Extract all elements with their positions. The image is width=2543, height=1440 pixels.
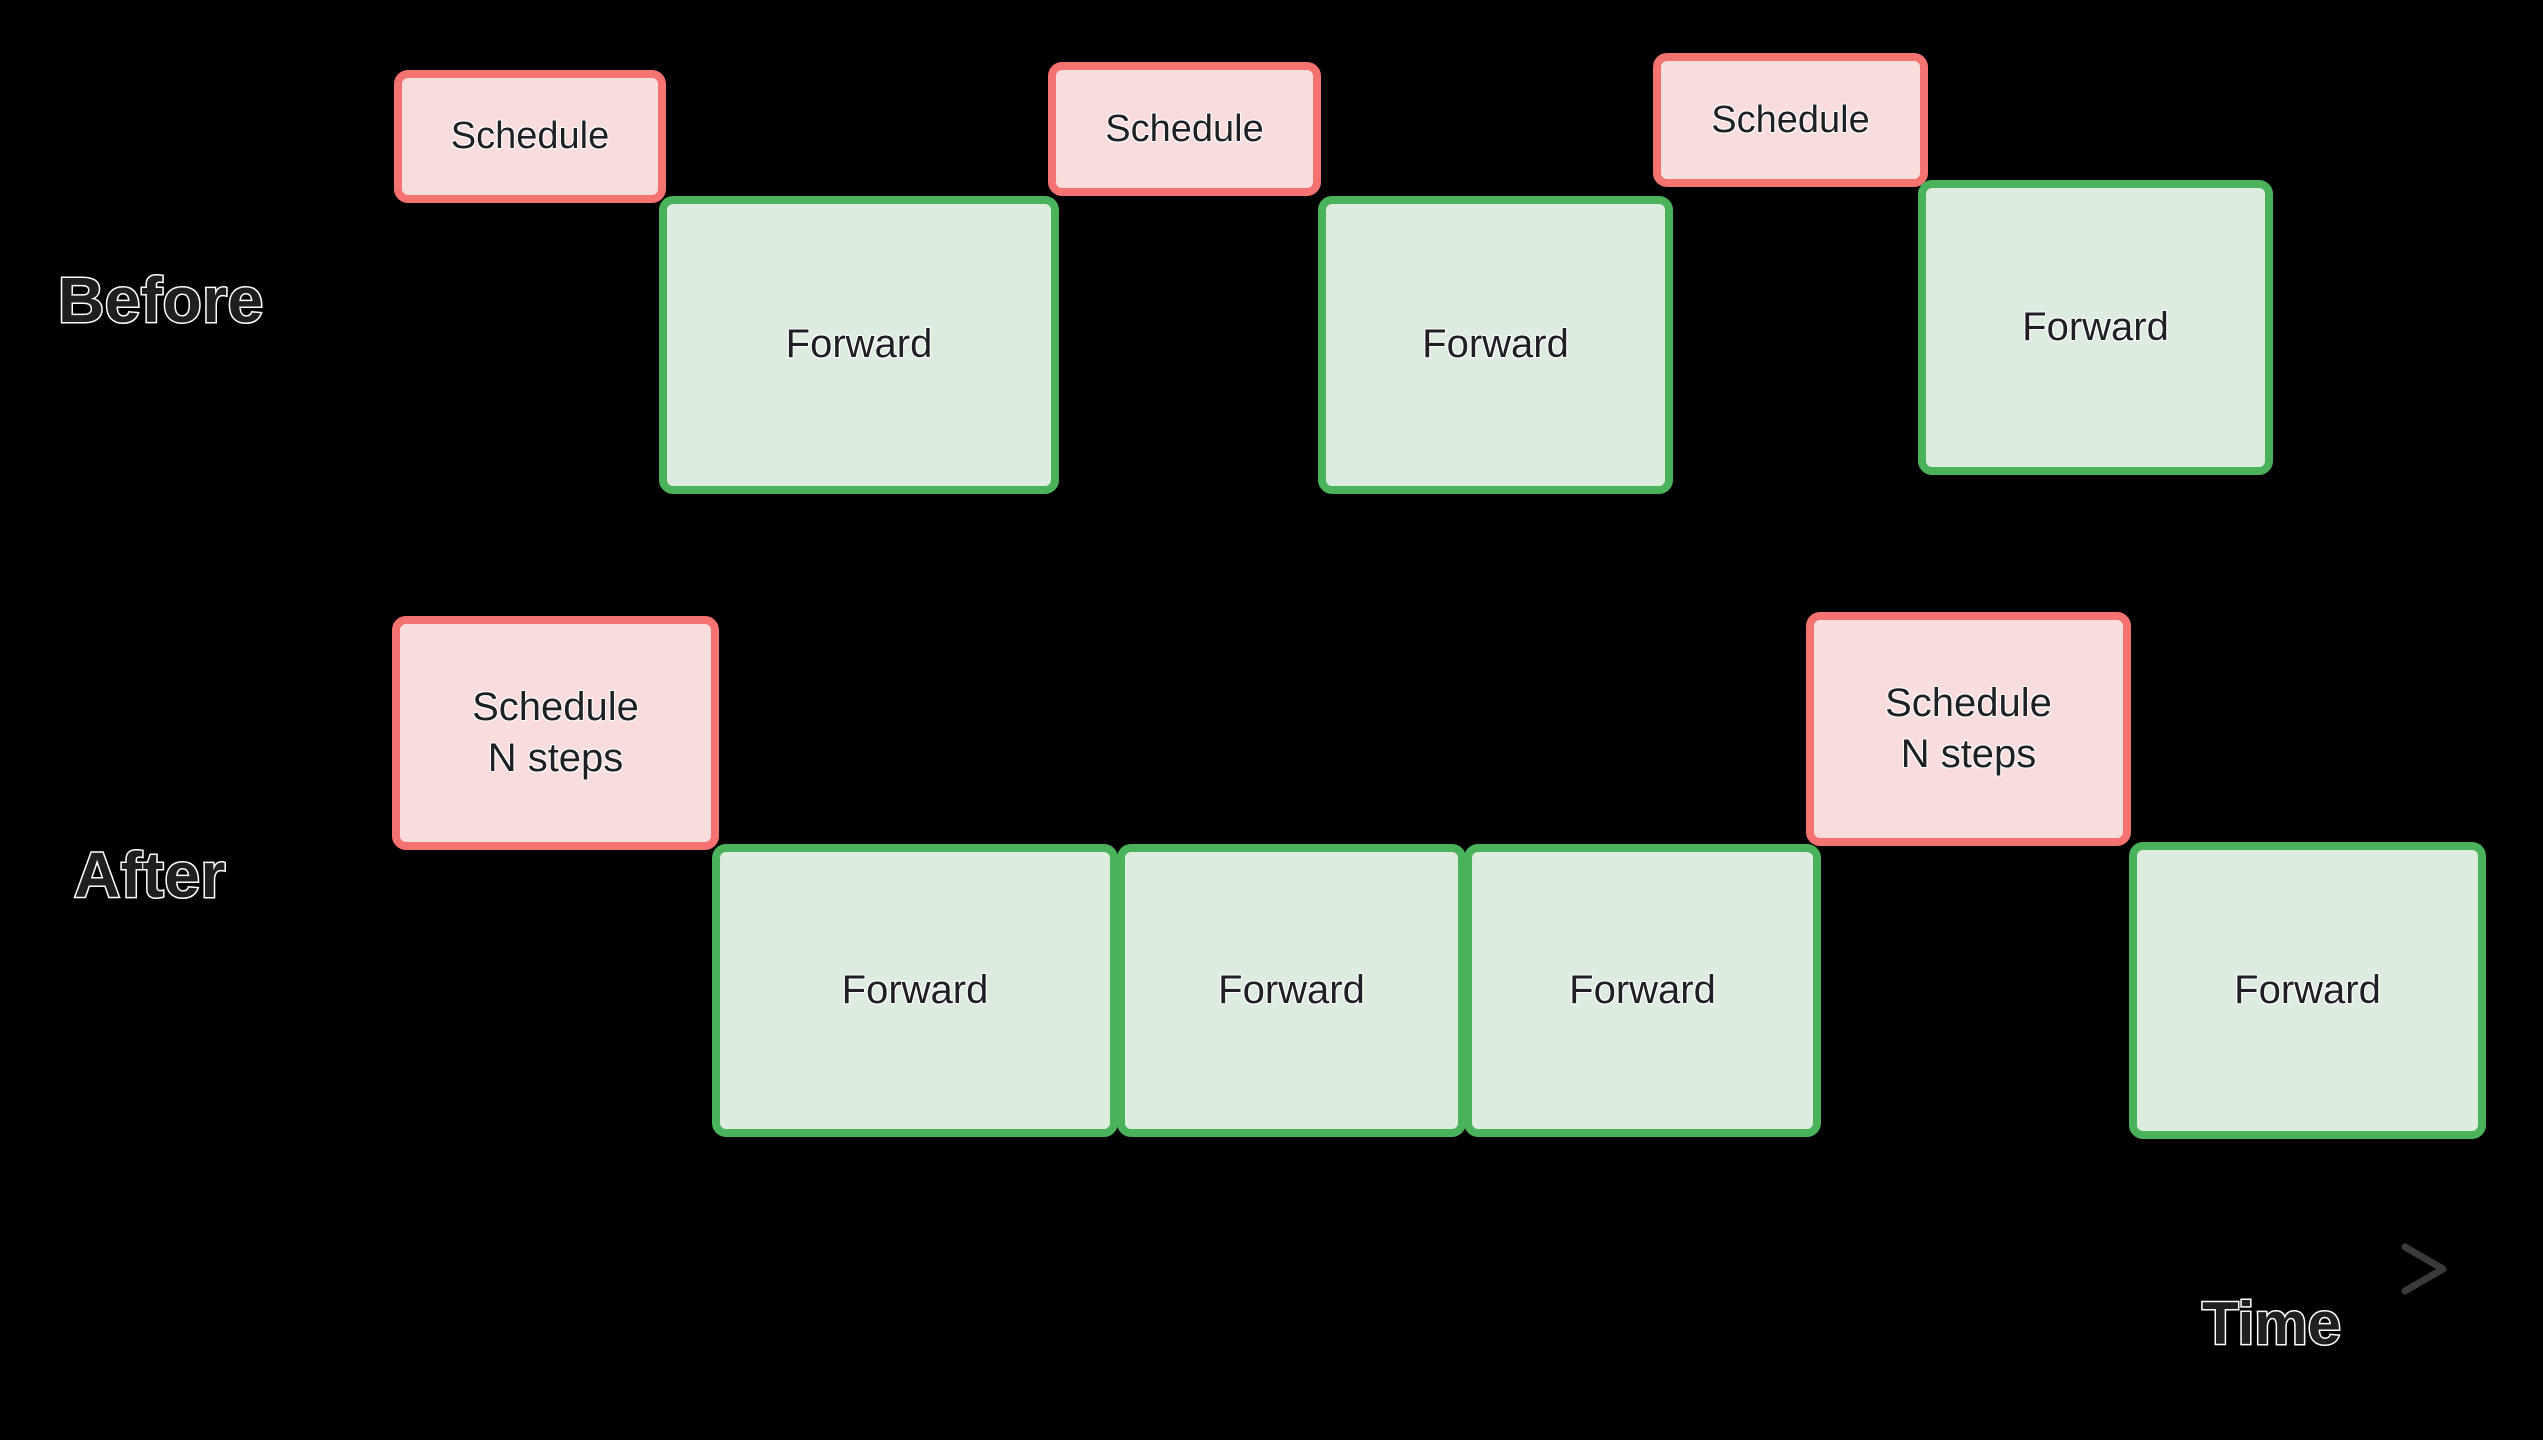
before-forward-block-1: Forward xyxy=(659,196,1059,494)
before-forward-block-3: Forward xyxy=(1918,180,2273,475)
before-schedule-label-1: Schedule xyxy=(450,115,610,158)
before-forward-block-2: Forward xyxy=(1318,196,1673,494)
row-label-before: Before xyxy=(57,264,265,336)
before-forward-label-2: Forward xyxy=(1422,322,1569,367)
before-schedule-label-2: Schedule xyxy=(1105,107,1264,150)
after-forward-block-4: Forward xyxy=(2129,842,2486,1139)
before-schedule-block-2: Schedule xyxy=(1048,62,1321,196)
before-schedule-block-1: Schedule xyxy=(394,70,666,203)
after-forward-label-2: Forward xyxy=(1218,967,1365,1012)
before-forward-label-3: Forward xyxy=(2022,304,2169,349)
after-schedule-label-2: Schedule N steps xyxy=(1885,680,2052,776)
time-axis-label: Time xyxy=(2201,1290,2343,1357)
after-forward-block-1: Forward xyxy=(712,844,1118,1137)
time-axis-arrow-icon xyxy=(377,1243,2447,1295)
after-forward-label-1: Forward xyxy=(841,967,989,1012)
after-schedule-block-2: Schedule N steps xyxy=(1806,612,2131,846)
after-schedule-label-1: Schedule N steps xyxy=(472,684,639,780)
after-forward-label-4: Forward xyxy=(2234,967,2381,1012)
after-forward-block-3: Forward xyxy=(1464,844,1821,1137)
after-forward-label-3: Forward xyxy=(1569,967,1716,1012)
before-schedule-label-3: Schedule xyxy=(1711,98,1870,141)
after-schedule-block-1: Schedule N steps xyxy=(392,616,719,850)
before-forward-label-1: Forward xyxy=(785,322,933,367)
before-schedule-block-3: Schedule xyxy=(1653,53,1928,187)
after-forward-block-2: Forward xyxy=(1117,844,1466,1137)
row-label-after: After xyxy=(73,839,227,911)
